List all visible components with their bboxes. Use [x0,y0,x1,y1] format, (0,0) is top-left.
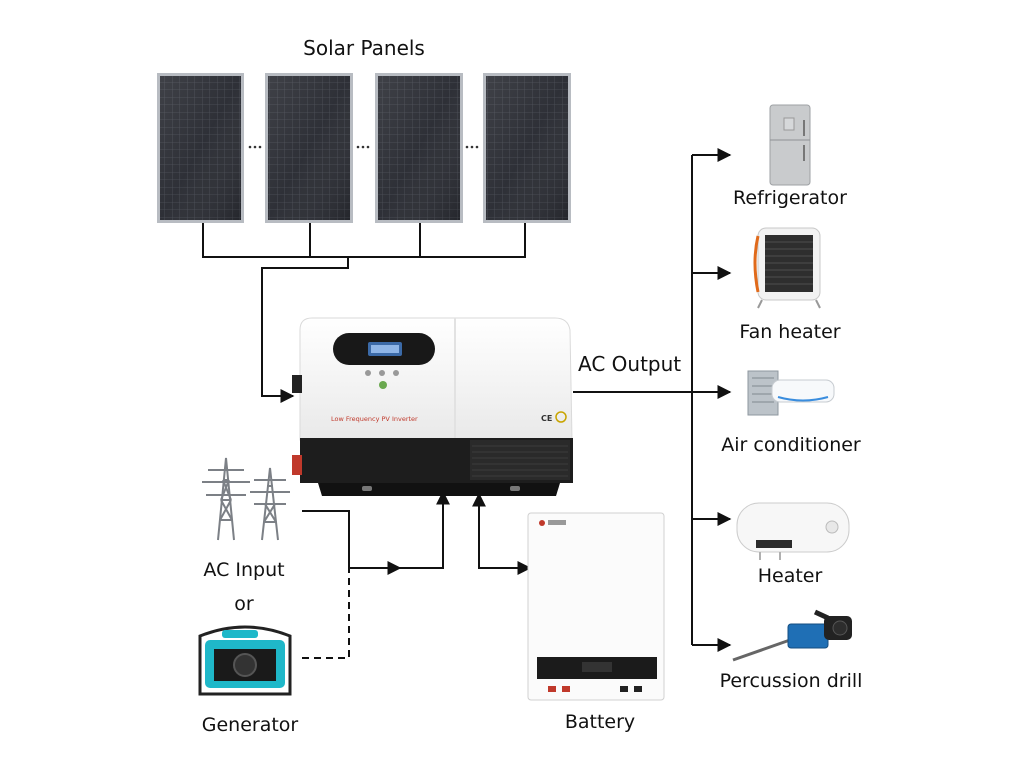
ce-mark: CE [541,414,552,423]
generator-icon [198,625,292,696]
load-label-fan-heater: Fan heater [739,321,841,343]
cert-seal-icon [555,411,567,423]
load-label-air-conditioner: Air conditioner [721,434,861,456]
inverter-model-text: Low Frequency PV Inverter [331,415,418,423]
fan-heater-icon [753,227,821,309]
water-heater-icon [736,502,850,560]
panel-bus-wire [202,223,526,258]
battery-wire [478,492,532,575]
load-label-heater: Heater [757,565,823,587]
solar-panel-2 [265,73,353,223]
solar-panel-1 [157,73,244,223]
generator-wire [302,568,350,659]
or-label: or [234,593,254,615]
solar-panels-title: Solar Panels [303,36,425,60]
ac-input-wire [302,490,450,569]
solar-panel-4 [483,73,571,223]
transmission-tower-icon [202,457,290,541]
panel-ellipsis-dots [248,145,479,149]
ac-output-label: AC Output [578,352,682,376]
pv-to-inverter-wire [261,257,349,403]
battery-icon [527,512,665,701]
percussion-drill-icon [732,609,852,662]
ac-input-label: AC Input [203,559,285,581]
generator-label: Generator [201,714,299,736]
inverter: Low Frequency PV Inverter CE [292,317,573,496]
solar-panel-3 [375,73,463,223]
battery-label: Battery [564,711,636,733]
air-conditioner-icon [747,370,835,416]
refrigerator-icon [769,104,811,186]
load-label-percussion-drill: Percussion drill [719,670,863,692]
load-label-refrigerator: Refrigerator [733,187,847,209]
wiring [202,148,732,659]
